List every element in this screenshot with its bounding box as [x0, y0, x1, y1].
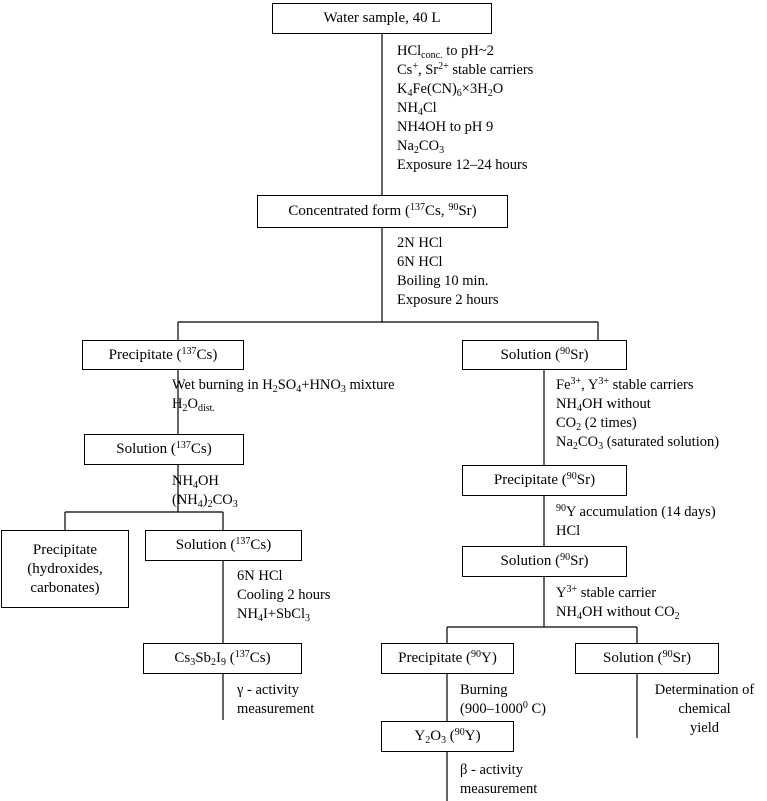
- y-burning-line1: Burning: [460, 682, 508, 698]
- solution-sr-box: Solution (90Sr): [462, 340, 627, 370]
- water-sample-label: Water sample, 40 L: [323, 10, 441, 26]
- cs3sb2i9-box: Cs3Sb2I9 (137Cs): [143, 643, 302, 674]
- step2-line3: Boiling 10 min.: [397, 273, 489, 289]
- y2o3-label: Y2O3 (90Y): [414, 727, 481, 746]
- step2-line1: 2N HCl: [397, 235, 443, 251]
- sr-step2-reagents: 90Y accumulation (14 days) HCl: [556, 503, 716, 541]
- concentrated-form-box: Concentrated form (137Cs, 90Sr): [257, 195, 508, 228]
- precipitate-y-label: Precipitate (90Y): [398, 649, 497, 667]
- precipitate-y-box: Precipitate (90Y): [381, 643, 514, 674]
- sr-step1-reagents: Fe3+, Y3+ stable carriers NH4OH without …: [556, 376, 719, 452]
- sr-yield-line2: chemical: [678, 701, 731, 717]
- precipitate-hydroxides-box: Precipitate (hydroxides, carbonates): [1, 530, 129, 608]
- sr-step1-line1: Fe3+, Y3+ stable carriers: [556, 376, 694, 394]
- solution-cs2-label: Solution (137Cs): [175, 536, 272, 554]
- y2o3-box: Y2O3 (90Y): [381, 721, 514, 752]
- cs-gamma-measurement: γ - activity measurement: [237, 681, 314, 719]
- cs-step1-line1: Wet burning in H2SO4+HNO3 mixture: [172, 377, 395, 395]
- y-burning-line2: (900–10000 C): [460, 700, 546, 718]
- cs-step2-line1: NH4OH: [172, 473, 219, 491]
- precipitate-cs-box: Precipitate (137Cs): [82, 340, 244, 370]
- cs3sb2i9-label: Cs3Sb2I9 (137Cs): [174, 649, 271, 668]
- cs-gamma-line1: γ - activity: [237, 682, 299, 698]
- solution-sr2-box: Solution (90Sr): [462, 546, 627, 577]
- cs-step3-line1: 6N HCl: [237, 568, 283, 584]
- y-beta-line1: β - activity: [460, 762, 523, 778]
- solution-cs-label: Solution (137Cs): [116, 440, 212, 458]
- cs-step3-line3: NH4I+SbCl3: [237, 606, 310, 624]
- step1-reagents: HClconc. to pH~2 Cs+, Sr2+ stable carrie…: [397, 42, 533, 175]
- y-burning-step: Burning (900–10000 C): [460, 681, 546, 719]
- step1-line2: Cs+, Sr2+ stable carriers: [397, 61, 534, 79]
- step2-line4: Exposure 2 hours: [397, 292, 499, 308]
- sr-step2-line2: HCl: [556, 523, 581, 539]
- precipitate-cs-label: Precipitate (137Cs): [108, 345, 218, 363]
- cs-step3-reagents: 6N HCl Cooling 2 hours NH4I+SbCl3: [237, 567, 330, 624]
- cs-step3-line2: Cooling 2 hours: [237, 587, 331, 603]
- step1-line3: K4Fe(CN)6×3H2O: [397, 81, 504, 99]
- sr-yield-line1: Determination of: [654, 682, 755, 698]
- step1-line4: NH4Cl: [397, 100, 437, 118]
- cs-step2-line2: (NH4)2CO3: [172, 492, 238, 510]
- sr-step3-line1: Y3+ stable carrier: [556, 584, 657, 602]
- sr-chemical-yield: Determination of chemical yield: [647, 681, 762, 738]
- solution-cs2-box: Solution (137Cs): [145, 530, 302, 561]
- cs-step2-reagents: NH4OH (NH4)2CO3: [172, 472, 238, 510]
- sr-step2-line1: 90Y accumulation (14 days): [556, 503, 716, 521]
- solution-sr-label: Solution (90Sr): [500, 345, 589, 363]
- sr-step3-line2: NH4OH without CO2: [556, 604, 680, 622]
- sr-step1-line4: Na2CO3 (saturated solution): [556, 434, 720, 452]
- step1-line6: Na2CO3: [397, 138, 445, 156]
- step1-line5: NH4OH to pH 9: [397, 119, 494, 135]
- precipitate-hydroxides-line1: Precipitate: [32, 541, 98, 558]
- y-beta-measurement: β - activity measurement: [460, 761, 537, 799]
- water-sample-box: Water sample, 40 L: [272, 3, 492, 34]
- step2-reagents: 2N HCl 6N HCl Boiling 10 min. Exposure 2…: [397, 234, 499, 310]
- precipitate-sr-box: Precipitate (90Sr): [462, 465, 627, 496]
- precipitate-sr-label: Precipitate (90Sr): [493, 471, 596, 489]
- solution-sr3-box: Solution (90Sr): [575, 643, 719, 674]
- precipitate-hydroxides-line2: (hydroxides,: [27, 560, 103, 577]
- step1-line1: HClconc. to pH~2: [397, 43, 494, 61]
- cs-step1-line2: H2Odist.: [172, 396, 215, 414]
- cs-step1-reagents: Wet burning in H2SO4+HNO3 mixture H2Odis…: [172, 376, 395, 414]
- sr-step1-line2: NH4OH without: [556, 396, 651, 414]
- precipitate-hydroxides-line3: carbonates): [30, 579, 100, 596]
- solution-cs-box: Solution (137Cs): [84, 434, 244, 465]
- cs-gamma-line2: measurement: [237, 701, 315, 717]
- y-beta-line2: measurement: [460, 781, 538, 797]
- sr-yield-line3: yield: [690, 720, 719, 736]
- step2-line2: 6N HCl: [397, 254, 443, 270]
- sr-step3-reagents: Y3+ stable carrier NH4OH without CO2: [556, 584, 680, 622]
- solution-sr2-label: Solution (90Sr): [500, 552, 589, 570]
- step1-line7: Exposure 12–24 hours: [397, 157, 528, 173]
- solution-sr3-label: Solution (90Sr): [603, 649, 691, 667]
- sr-step1-line3: CO2 (2 times): [556, 415, 637, 433]
- concentrated-form-label: Concentrated form (137Cs, 90Sr): [288, 202, 477, 220]
